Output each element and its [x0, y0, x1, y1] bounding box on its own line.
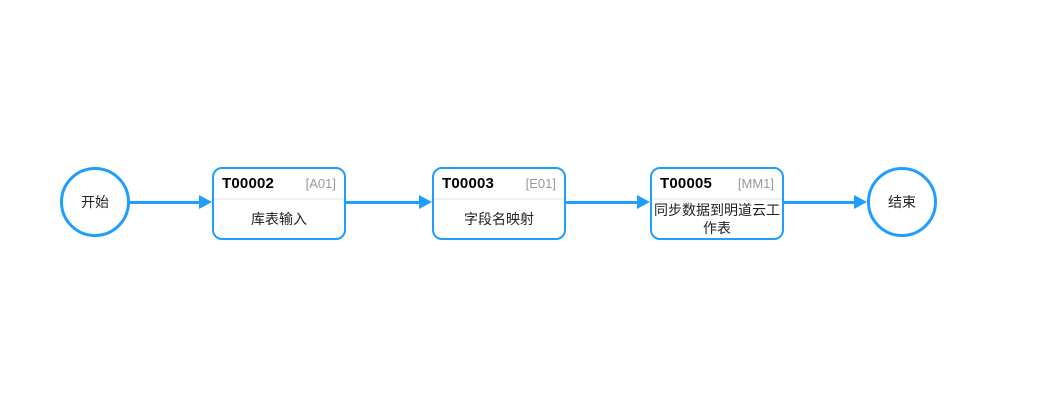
task-type-code: [MM1]	[737, 176, 774, 191]
task-label: 同步数据到明道云工作表	[654, 202, 780, 236]
start-node-label: 开始	[81, 194, 109, 210]
task-id: T00005	[660, 175, 713, 192]
task-node-t00002[interactable]: T00002 [A01] 库表输入	[212, 167, 346, 240]
connector-arrow-3	[566, 195, 650, 209]
connector-arrow-4	[784, 195, 867, 209]
arrow-line	[784, 200, 858, 204]
arrow-line	[130, 200, 203, 204]
arrowhead-icon	[854, 195, 867, 209]
task-label: 字段名映射	[464, 211, 534, 227]
task-node-header: T00002 [A01]	[214, 169, 344, 200]
task-type-code: [A01]	[305, 176, 336, 191]
arrowhead-icon	[637, 195, 650, 209]
arrowhead-icon	[419, 195, 432, 209]
end-node[interactable]: 结束	[867, 167, 937, 237]
task-node-t00003[interactable]: T00003 [E01] 字段名映射	[432, 167, 566, 240]
task-node-header: T00003 [E01]	[434, 169, 564, 200]
end-node-label: 结束	[888, 194, 916, 210]
arrow-line	[566, 200, 641, 204]
task-id: T00002	[222, 175, 275, 192]
task-type-code: [E01]	[525, 176, 556, 191]
task-label: 库表输入	[251, 211, 307, 227]
start-node[interactable]: 开始	[60, 167, 130, 237]
task-node-header: T00005 [MM1]	[652, 169, 782, 200]
task-node-t00005[interactable]: T00005 [MM1] 同步数据到明道云工作表	[650, 167, 784, 240]
connector-arrow-1	[130, 195, 212, 209]
arrowhead-icon	[199, 195, 212, 209]
task-id: T00003	[442, 175, 495, 192]
connector-arrow-2	[346, 195, 432, 209]
arrow-line	[346, 200, 423, 204]
